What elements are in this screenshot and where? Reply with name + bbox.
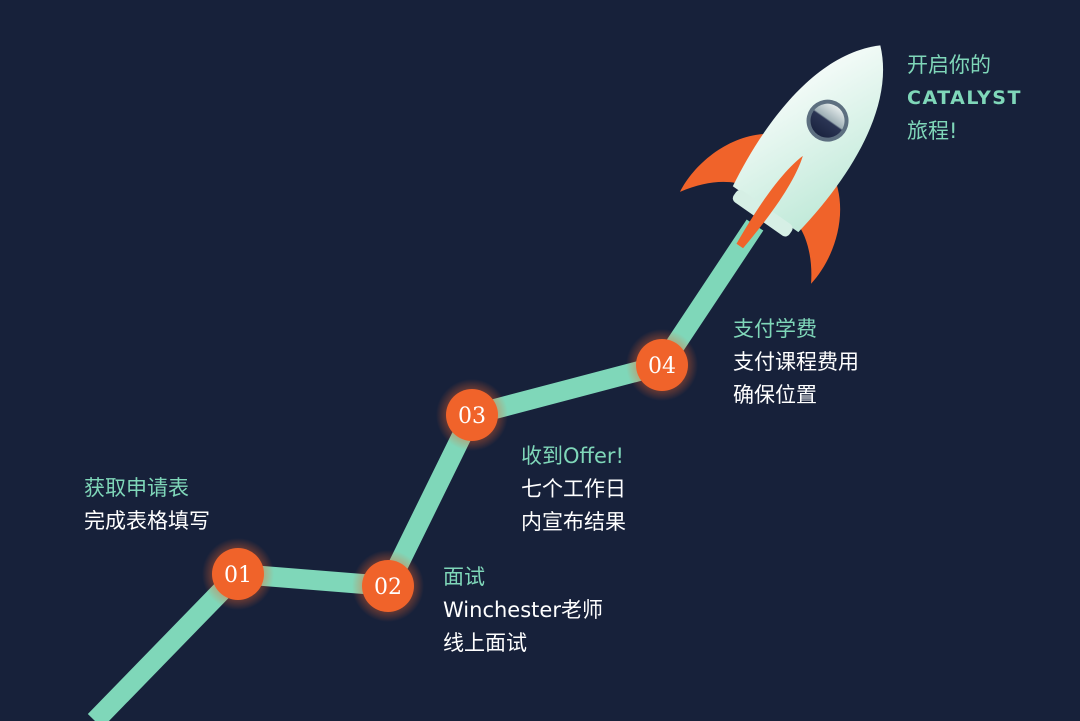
cta-brand: CATALYST <box>907 87 1022 109</box>
step-title-03: 收到Offer! <box>521 444 624 468</box>
step-node-01: 01 <box>202 538 274 610</box>
cta-text: 开启你的 CATALYST 旅程! <box>907 49 1022 148</box>
step-title-01: 获取申请表 <box>84 476 189 500</box>
cta-line-1: 开启你的 <box>907 53 991 77</box>
step-desc-01-line-1: 完成表格填写 <box>84 509 210 533</box>
step-label-01: 获取申请表 完成表格填写 <box>84 472 210 538</box>
step-desc-04-line-1: 支付课程费用 <box>733 350 859 374</box>
step-desc-03-line-1: 七个工作日 <box>521 477 626 501</box>
step-label-02: 面试 Winchester老师 线上面试 <box>443 561 603 660</box>
step-number-04: 04 <box>648 354 676 379</box>
step-number-01: 01 <box>224 563 252 588</box>
step-desc-03-line-2: 内宣布结果 <box>521 510 626 534</box>
step-label-04: 支付学费 支付课程费用 确保位置 <box>733 313 859 412</box>
step-desc-02-line-1: Winchester老师 <box>443 598 603 622</box>
step-node-04: 04 <box>626 329 698 401</box>
step-label-03: 收到Offer! 七个工作日 内宣布结果 <box>521 440 626 539</box>
rocket-icon <box>679 45 884 284</box>
step-number-02: 02 <box>374 575 402 600</box>
step-desc-04-line-2: 确保位置 <box>733 383 817 407</box>
cta-line-3: 旅程! <box>907 119 958 143</box>
step-title-02: 面试 <box>443 565 485 589</box>
step-node-03: 03 <box>436 379 508 451</box>
step-number-03: 03 <box>458 404 486 429</box>
step-title-04: 支付学费 <box>733 317 817 341</box>
step-node-02: 02 <box>352 550 424 622</box>
step-desc-02-line-2: 线上面试 <box>443 631 527 655</box>
